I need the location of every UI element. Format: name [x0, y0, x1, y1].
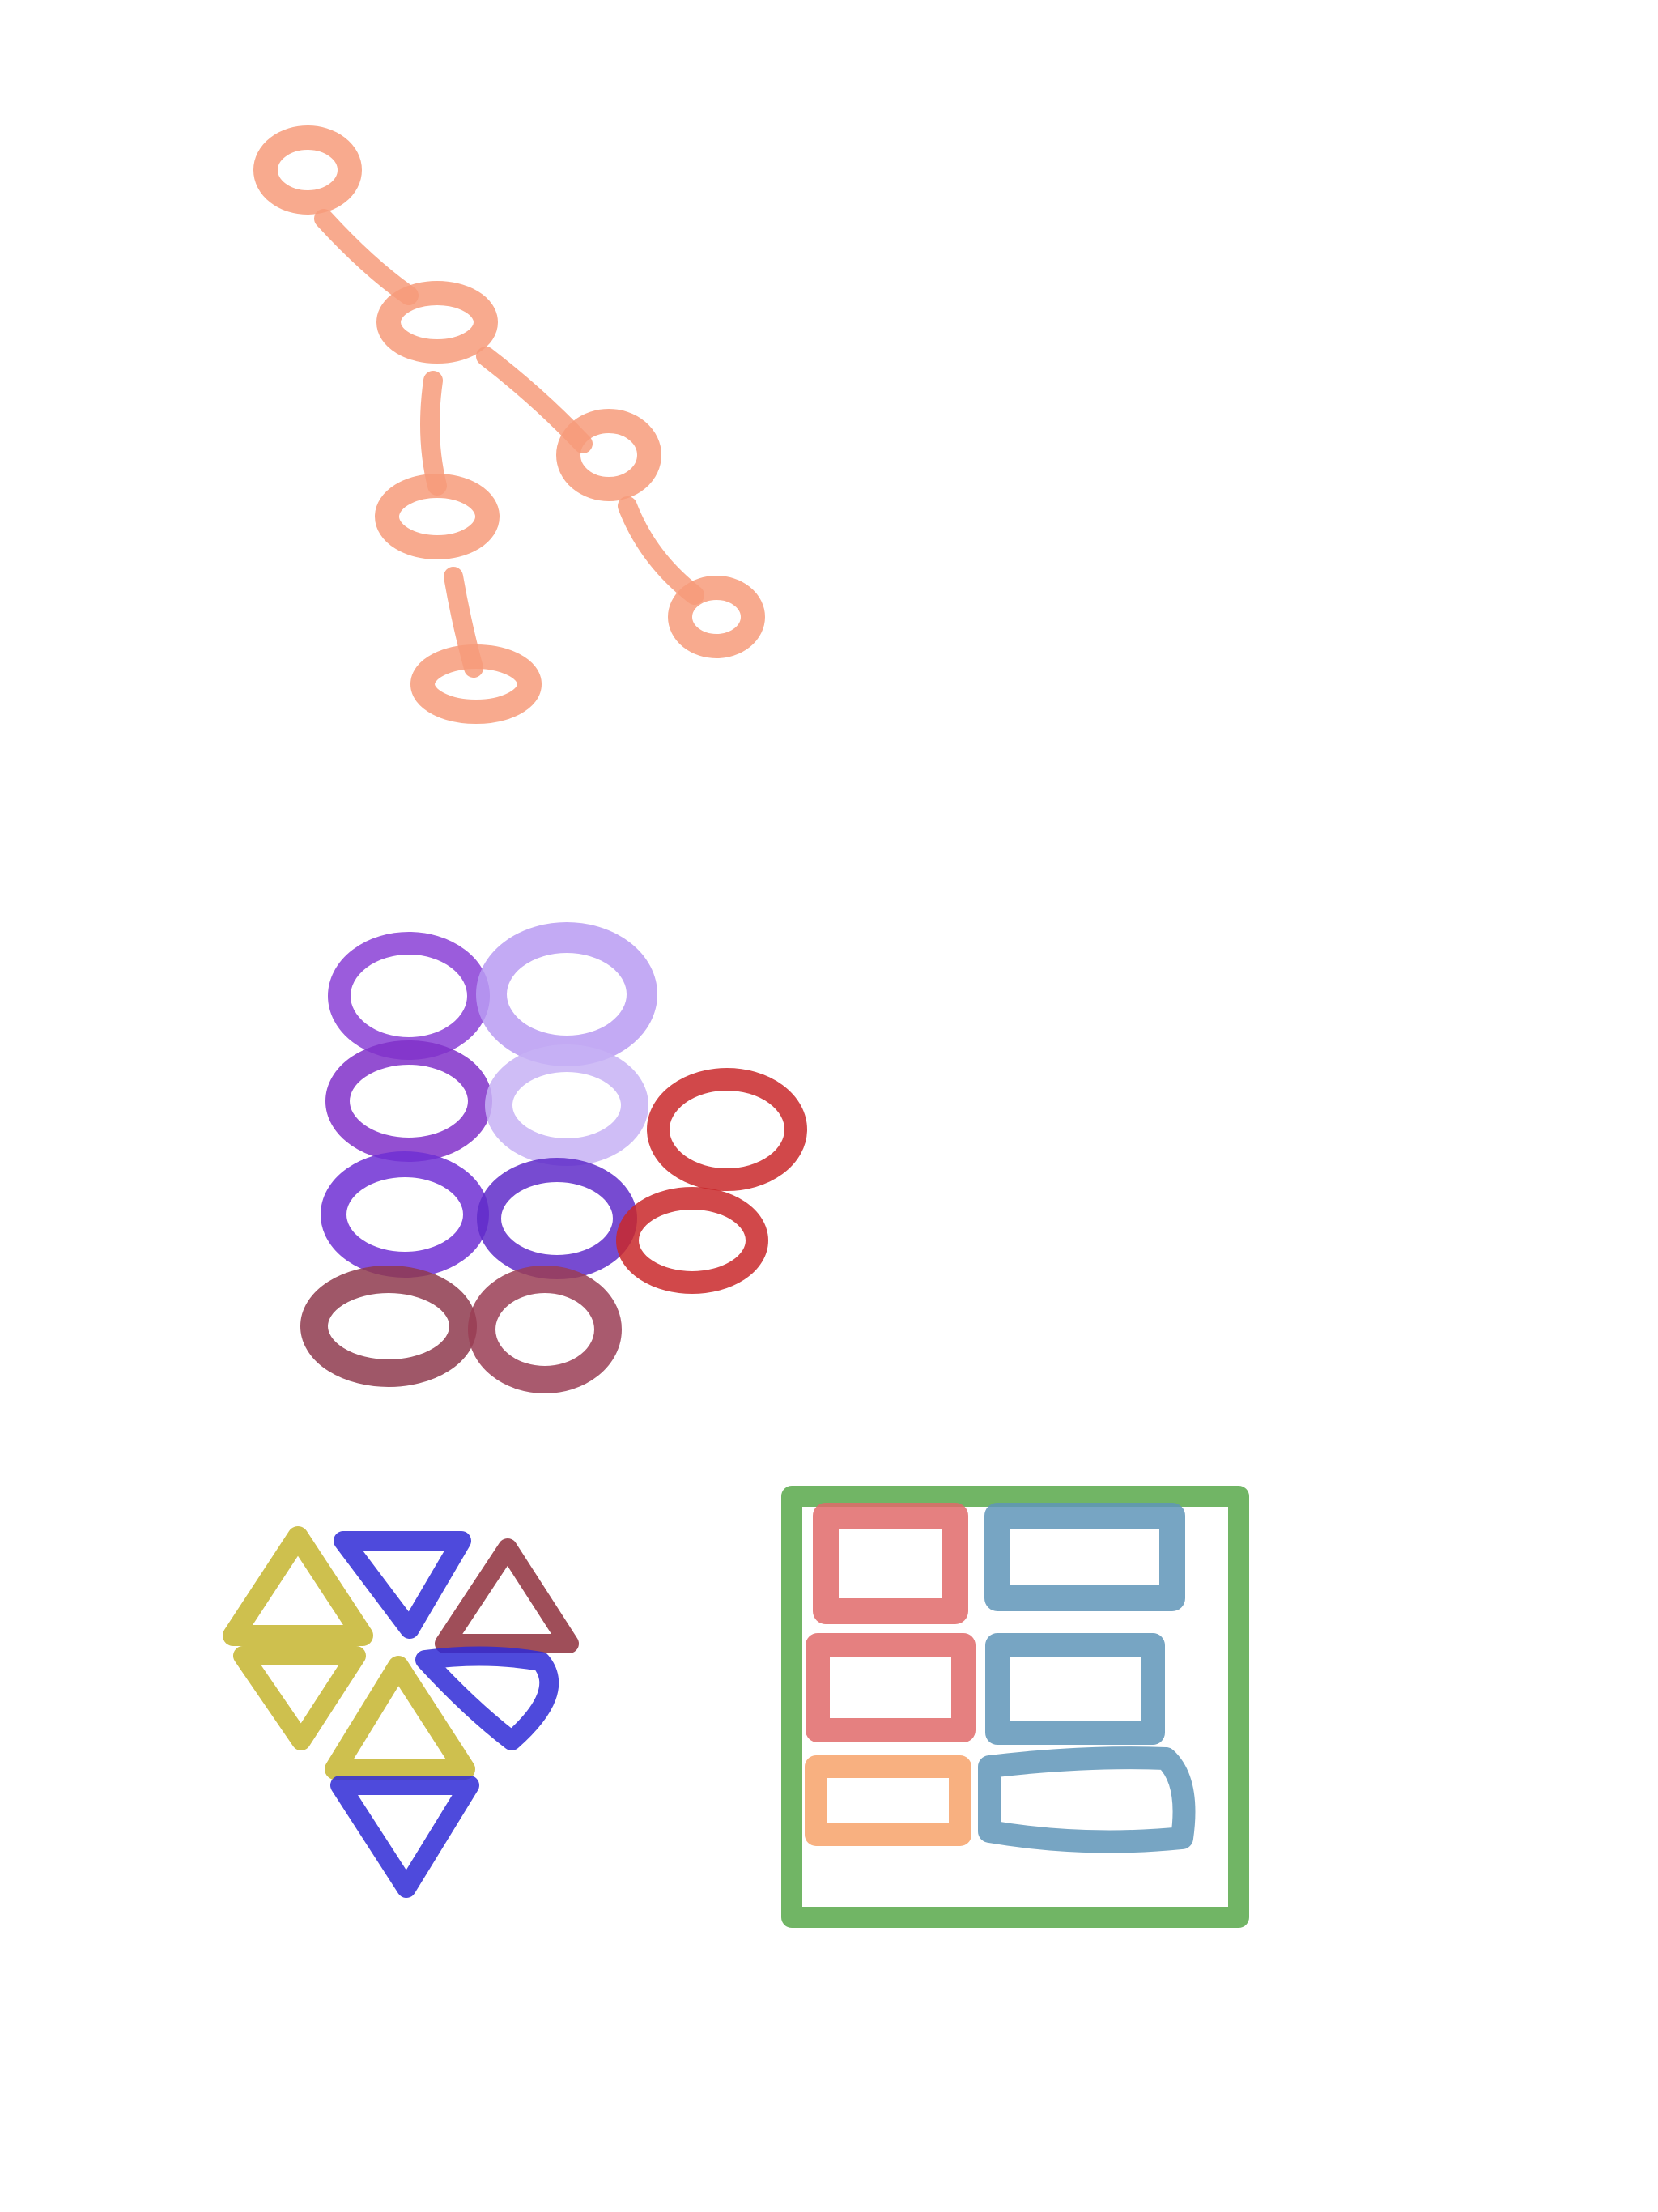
cluster-ring	[477, 1158, 637, 1279]
box-grid-cell	[813, 1503, 968, 1624]
tree-node-ring	[375, 474, 500, 559]
cluster-ring	[300, 1266, 477, 1387]
box-grid-cell	[978, 1746, 1196, 1853]
cluster-ring	[616, 1187, 768, 1294]
box-grid	[781, 1486, 1249, 1928]
box-grid-cell	[806, 1633, 976, 1742]
cluster-triangle	[325, 1656, 475, 1780]
cluster-ring	[321, 1151, 489, 1278]
cluster-triangle	[223, 1526, 373, 1646]
tree-node-ring	[410, 644, 542, 724]
cluster-triangle	[415, 1646, 559, 1750]
box-grid-cell	[985, 1633, 1165, 1745]
tree-edge	[420, 371, 447, 496]
cluster-ring	[328, 932, 490, 1060]
triangle-cluster	[223, 1526, 579, 1898]
cluster-ring	[468, 1266, 622, 1393]
ring-cluster	[300, 922, 807, 1393]
cluster-triangle	[330, 1776, 479, 1898]
box-grid-cell	[805, 1755, 971, 1846]
cluster-ring	[325, 1040, 492, 1162]
box-grid-frame	[781, 1486, 1249, 1928]
cluster-triangle	[435, 1538, 579, 1653]
tree-edge	[314, 209, 419, 305]
cluster-ring	[647, 1068, 807, 1191]
cluster-ring	[476, 922, 657, 1066]
tree-node-ring	[668, 576, 765, 658]
cluster-ring	[485, 1044, 648, 1166]
tree-node-ring	[376, 281, 498, 364]
box-grid-cell	[984, 1503, 1185, 1611]
tree-node-ring	[556, 409, 661, 501]
tree-edge	[618, 496, 704, 605]
tree-diagram	[253, 125, 765, 724]
cluster-triangle	[334, 1531, 471, 1639]
cluster-triangle	[233, 1646, 366, 1750]
tree-node-ring	[253, 125, 362, 215]
